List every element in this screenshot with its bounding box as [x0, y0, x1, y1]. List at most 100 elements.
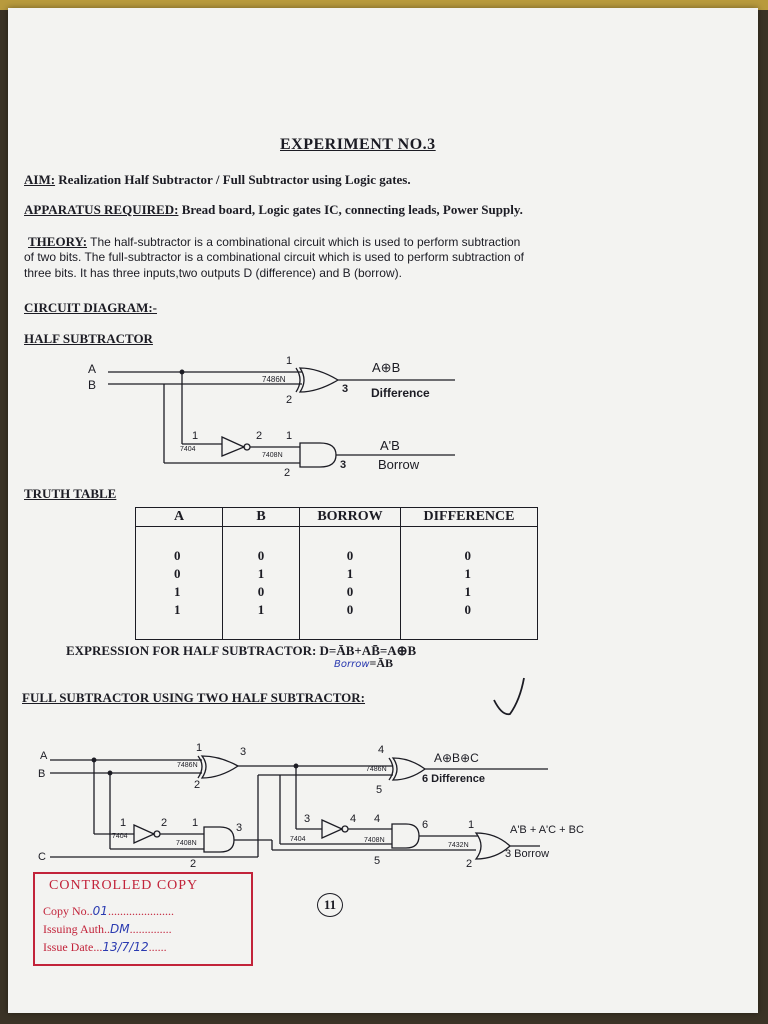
- table-cell: 0: [174, 566, 181, 581]
- stamp-copy-no: Copy No..01......................: [43, 904, 174, 918]
- full-input-c: C: [38, 851, 46, 863]
- output-borrow-expression: A'B + A'C + BC: [510, 824, 584, 836]
- table-body-row: 0 0 1 1 0 1 0 1 0 1 0 0 0 1 1 0: [135, 526, 538, 640]
- ic-label: 7486N: [262, 375, 286, 384]
- aim-line: AIM: Realization Half Subtractor / Full …: [24, 172, 411, 188]
- difference-label: Difference: [371, 386, 430, 400]
- pin-label: 4: [378, 744, 385, 756]
- pin-label: 3: [236, 822, 243, 834]
- pin-label: 6: [422, 819, 429, 831]
- ic-label: 7404: [112, 833, 128, 840]
- apparatus-text: Bread board, Logic gates IC, connecting …: [181, 202, 523, 217]
- pin-label: 2: [286, 394, 293, 406]
- pin-label: 2: [161, 817, 168, 829]
- table-cell: 0: [174, 548, 181, 563]
- apparatus-line: APPARATUS REQUIRED: Bread board, Logic g…: [24, 202, 523, 218]
- theory-line-3: three bits. It has three inputs,two outp…: [24, 266, 402, 280]
- xor-gate-1: [200, 755, 240, 779]
- not-gate-half: [221, 435, 246, 457]
- stamp-issuing-label: Issuing Auth..: [43, 922, 111, 936]
- xor-gate-half: [298, 367, 340, 393]
- borrow-label-full: 3 Borrow: [505, 848, 550, 860]
- output-xor-label: A⊕B: [372, 360, 401, 375]
- table-cell: 1: [257, 566, 265, 581]
- pin-label: 1: [120, 817, 127, 829]
- stamp-issuing-value: DM: [110, 922, 130, 936]
- ic-label: 7408N: [176, 840, 197, 847]
- half-subtractor-heading: HALF SUBTRACTOR: [24, 331, 153, 346]
- ic-label: 7404: [290, 836, 306, 843]
- table-cell: 1: [464, 584, 472, 599]
- table-cell: 1: [174, 584, 181, 599]
- borrow-equation: =ĀB: [369, 656, 394, 670]
- not-gate-2: [321, 818, 344, 840]
- ic-label: 7486N: [366, 766, 387, 773]
- page-number: 11: [317, 893, 343, 917]
- column-difference: 0 1 1 0: [400, 526, 538, 640]
- truth-table: A B BORROW DIFFERENCE 0 0 1 1 0 1 0 1 0 …: [135, 507, 538, 640]
- table-cell: 1: [464, 566, 472, 581]
- apparatus-label: APPARATUS REQUIRED:: [24, 202, 179, 217]
- xor-gate-back: [295, 367, 301, 393]
- theory-label: THEORY:: [28, 234, 88, 249]
- pin-label: 4: [350, 813, 357, 825]
- ic-label: 7486N: [177, 762, 198, 769]
- pin-label: 2: [256, 430, 263, 442]
- or-gate: [474, 832, 511, 860]
- stamp-title: CONTROLLED COPY: [49, 878, 199, 893]
- half-input-a: A: [88, 362, 97, 376]
- full-subtractor-heading: FULL SUBTRACTOR USING TWO HALF SUBTRACTO…: [22, 690, 366, 705]
- background-edge: [0, 0, 768, 10]
- half-input-b: B: [88, 378, 97, 392]
- page-title: EXPERIMENT NO.3: [280, 136, 436, 153]
- table-cell: 1: [174, 602, 181, 617]
- table-cell: 1: [346, 566, 354, 581]
- pin-label: 2: [466, 858, 473, 870]
- theory-line-2: of two bits. The full-subtractor is a co…: [24, 250, 524, 264]
- ic-label: 7408N: [364, 837, 385, 844]
- xor-gate-2: [391, 757, 427, 781]
- pin-label: 2: [194, 779, 201, 791]
- stamp-copy-no-value: 01: [92, 904, 108, 918]
- full-input-b: B: [38, 768, 46, 780]
- pin-label: 3: [340, 459, 347, 471]
- table-cell: 0: [346, 584, 354, 599]
- theory-line-1: THEORY: The half-subtractor is a combina…: [28, 234, 520, 250]
- pin-label: 1: [286, 430, 293, 442]
- table-cell: 1: [257, 602, 265, 617]
- circuit-heading: CIRCUIT DIAGRAM:-: [24, 300, 158, 315]
- truth-table-heading: TRUTH TABLE: [24, 486, 117, 501]
- handwritten-borrow: Borrow: [334, 659, 370, 670]
- pin-label: 1: [192, 817, 199, 829]
- pin-label: 5: [376, 784, 383, 796]
- pin-label: 1: [468, 819, 475, 831]
- pin-label: 3: [342, 383, 349, 395]
- borrow-expression: Borrow=ĀB: [334, 656, 393, 671]
- aim-label: AIM:: [24, 172, 56, 187]
- stamp-issue-date: Issue Date...13/7/12......: [43, 940, 167, 954]
- borrow-label: Borrow: [378, 457, 420, 472]
- table-cell: 0: [464, 548, 472, 563]
- table-cell: 0: [346, 548, 354, 563]
- pin-label: 3: [304, 813, 311, 825]
- full-input-a: A: [40, 750, 48, 762]
- stamp-issue-date-label: Issue Date...: [43, 940, 103, 954]
- table-header-row: A B BORROW DIFFERENCE: [135, 507, 538, 527]
- pin-label: 2: [190, 858, 197, 870]
- pin-label: 4: [374, 813, 381, 825]
- table-cell: 0: [257, 548, 265, 563]
- ic-label: 7408N: [262, 452, 283, 459]
- table-cell: 0: [257, 584, 265, 599]
- pin-label: 1: [196, 742, 203, 754]
- pin-label: 3: [240, 746, 247, 758]
- controlled-copy-stamp: CONTROLLED COPY Copy No..01.............…: [33, 872, 253, 966]
- pin-label: 5: [374, 855, 381, 867]
- stamp-issuing-auth: Issuing Auth..DM..............: [43, 922, 172, 936]
- expression-half-subtractor: EXPRESSION FOR HALF SUBTRACTOR: D=ĀB+AB̄…: [66, 643, 417, 658]
- ic-label: 7404: [180, 446, 196, 453]
- ic-label: 7432N: [448, 842, 469, 849]
- aim-text: Realization Half Subtractor / Full Subtr…: [58, 172, 411, 187]
- output-diff-expression: A⊕B⊕C: [434, 751, 479, 765]
